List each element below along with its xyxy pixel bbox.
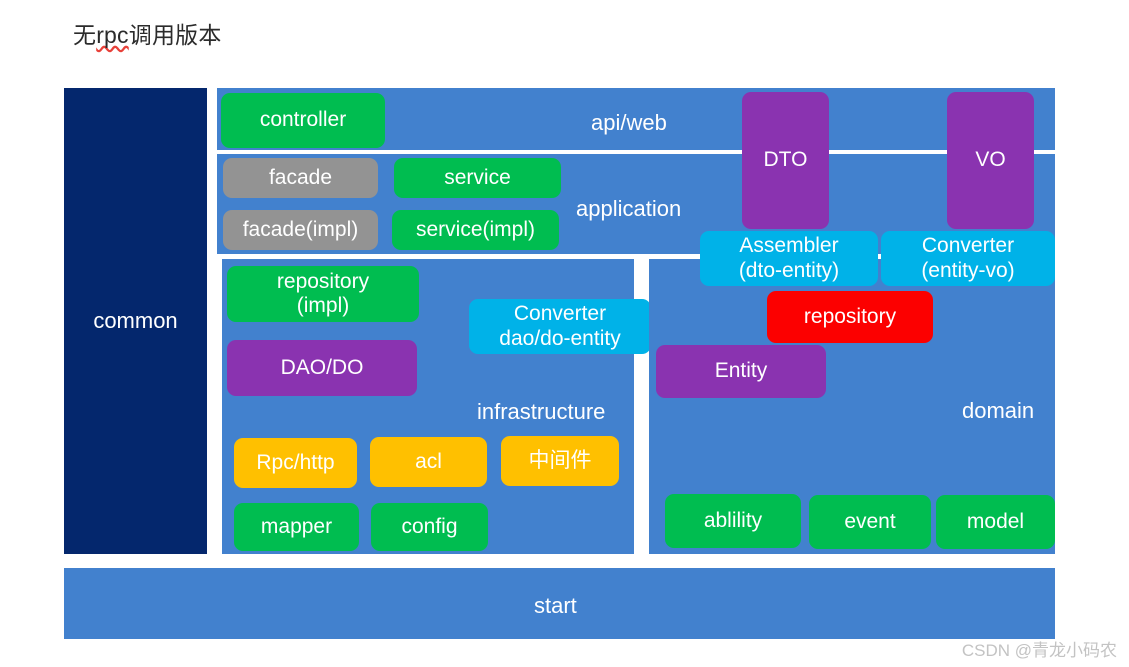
box-service-impl[interactable]: service(impl)	[392, 210, 559, 250]
box-dto[interactable]: DTO	[742, 92, 829, 229]
box-vo[interactable]: VO	[947, 92, 1034, 229]
box-config[interactable]: config	[371, 503, 488, 551]
layer-application-label: application	[576, 196, 682, 221]
watermark: CSDN @青龙小码农	[961, 641, 1117, 660]
page-title-spellchecked-word: rpc	[96, 22, 129, 48]
box-facade-impl[interactable]: facade(impl)	[223, 210, 378, 250]
layer-common-label: common	[93, 308, 178, 334]
box-converter-dao-do-entity[interactable]: Converter dao/do-entity	[469, 299, 651, 354]
box-domain-repository[interactable]: repository	[767, 291, 933, 343]
box-repository-impl[interactable]: repository (impl)	[227, 266, 419, 322]
layer-infrastructure-label: infrastructure	[477, 399, 606, 424]
box-mapper[interactable]: mapper	[234, 503, 359, 551]
page-title-suffix: 调用版本	[128, 22, 222, 48]
box-event[interactable]: event	[809, 495, 931, 549]
box-middleware[interactable]: 中间件	[501, 436, 619, 486]
box-model[interactable]: model	[936, 495, 1055, 549]
layer-api-web-label: api/web	[591, 110, 667, 135]
box-service[interactable]: service	[394, 158, 561, 198]
box-facade[interactable]: facade	[223, 158, 378, 198]
layer-start-bar[interactable]	[64, 568, 1055, 639]
box-assembler-dto-entity[interactable]: Assembler (dto-entity)	[700, 231, 878, 286]
box-rpc-http[interactable]: Rpc/http	[234, 438, 357, 488]
layer-domain-label: domain	[962, 398, 1035, 423]
box-acl[interactable]: acl	[370, 437, 487, 487]
layer-common[interactable]: common	[64, 88, 207, 554]
page-title: 无rpc调用版本	[73, 16, 222, 50]
box-controller[interactable]: controller	[221, 93, 385, 148]
layer-start-label: start	[534, 593, 577, 618]
box-entity[interactable]: Entity	[656, 345, 826, 398]
page-title-prefix: 无	[73, 22, 97, 48]
box-converter-entity-vo[interactable]: Converter (entity-vo)	[881, 231, 1055, 286]
box-dao-do[interactable]: DAO/DO	[227, 340, 417, 396]
box-ablility[interactable]: ablility	[665, 494, 801, 548]
